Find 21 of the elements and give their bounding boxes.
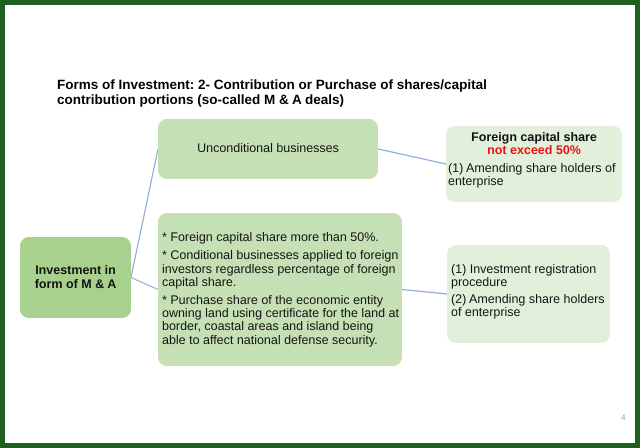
connector-line xyxy=(130,148,159,278)
requirement-box xyxy=(446,126,622,202)
bullet-text: * Purchase share of the economic entity owning land using certificate for the land at border, coastal areas and island being able to affect national defense security. xyxy=(162,294,399,347)
category-box xyxy=(158,213,402,366)
page-number: 4 xyxy=(621,413,626,422)
connector-line xyxy=(378,148,446,165)
connector-line xyxy=(402,288,448,295)
bullet-text: * Foreign capital share more than 50%. xyxy=(162,231,380,244)
heading-highlight: not exceed 50% xyxy=(487,144,581,157)
box-heading: Foreign capital share xyxy=(471,131,597,144)
slide-title: Forms of Investment: 2- Contribution or Purchase of shares/capital contribution portions (so-called M & A deals) xyxy=(57,77,488,107)
topic-box xyxy=(20,237,131,318)
box-label: Investment in form of M & A xyxy=(34,264,118,291)
list-item: (2) Amending share holders of enterprise xyxy=(451,293,606,318)
requirement-box xyxy=(447,245,610,343)
bullet-text: * Conditional businesses applied to foreign investors regardless percentage of foreign capital share. xyxy=(162,249,399,289)
list-item: (1) Amending share holders of enterprise xyxy=(448,162,616,187)
list-item: (1) Investment registration procedure xyxy=(451,263,598,288)
connector-line xyxy=(130,276,158,290)
category-box xyxy=(158,119,378,179)
box-label: Unconditional businesses xyxy=(197,142,339,156)
